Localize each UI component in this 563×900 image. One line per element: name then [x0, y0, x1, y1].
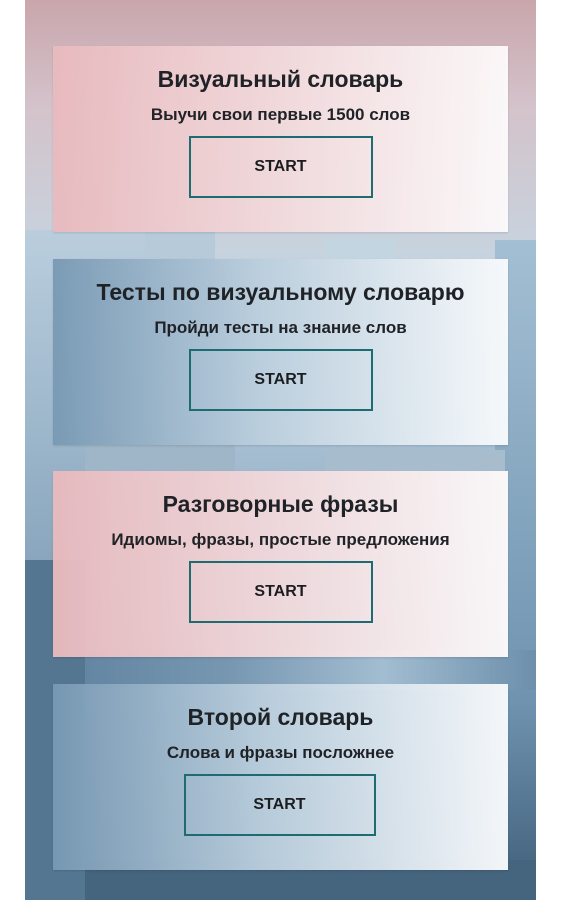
card-subtitle: Пройди тесты на знание слов: [154, 318, 407, 337]
start-button-tests[interactable]: START: [188, 349, 373, 411]
app-screen: Визуальный словарь Выучи свои первые 150…: [25, 0, 536, 900]
start-button-visual-dictionary[interactable]: START: [188, 136, 373, 198]
card-visual-dictionary-tests: Тесты по визуальному словарю Пройди тест…: [53, 259, 508, 445]
card-subtitle: Слова и фразы посложнее: [166, 743, 395, 762]
card-title: Второй словарь: [187, 704, 374, 730]
card-visual-dictionary: Визуальный словарь Выучи свои первые 150…: [53, 46, 508, 232]
card-subtitle: Выучи свои первые 1500 слов: [150, 105, 411, 124]
card-title: Тесты по визуальному словарю: [96, 279, 465, 305]
card-subtitle: Идиомы, фразы, простые предложения: [111, 530, 450, 549]
start-button-second-dictionary[interactable]: START: [183, 774, 376, 836]
card-title: Разговорные фразы: [162, 491, 399, 517]
card-title: Визуальный словарь: [157, 66, 404, 92]
card-second-dictionary: Второй словарь Слова и фразы посложнее S…: [53, 684, 508, 870]
start-button-phrases[interactable]: START: [188, 561, 373, 623]
card-conversational-phrases: Разговорные фразы Идиомы, фразы, простые…: [53, 471, 508, 657]
